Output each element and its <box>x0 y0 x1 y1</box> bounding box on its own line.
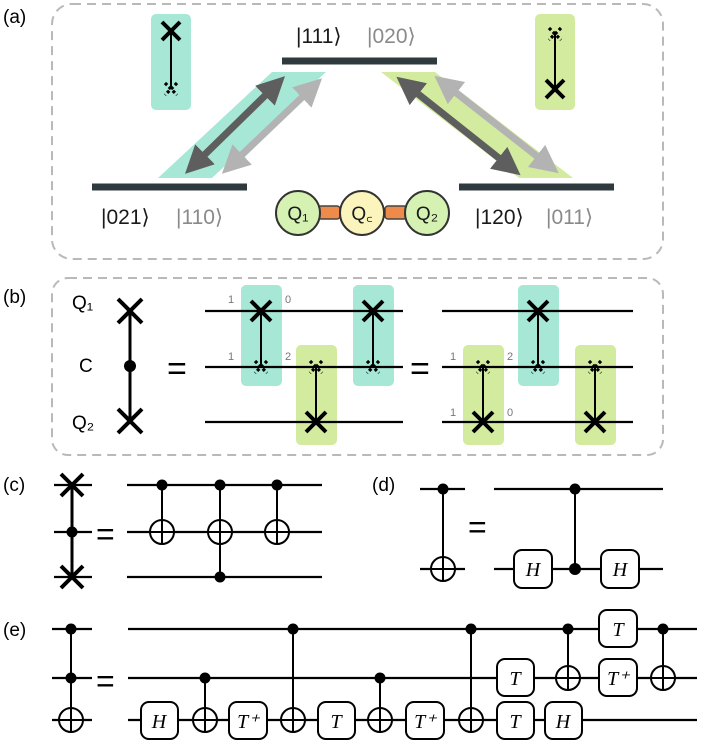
gate-t <box>496 658 535 697</box>
gate-label: T⁺ <box>607 668 630 690</box>
gate-h <box>544 701 583 740</box>
gate-label: T⁺ <box>237 711 260 733</box>
panel-d: (d) = H H <box>372 475 663 589</box>
transition-left-arrow-light <box>221 78 323 174</box>
swap-icon-cyan <box>151 14 191 110</box>
panel-a: (a) |111⟩ |020⟩ |021⟩ |110⟩ |120⟩ |011⟩ <box>3 3 664 260</box>
wire-label-c: C <box>79 356 93 377</box>
gate-t <box>317 701 356 740</box>
level-label: 1 <box>450 351 456 363</box>
gate-t <box>496 701 535 740</box>
panel-b-frame <box>51 277 664 456</box>
coupling-link-2 <box>384 205 408 220</box>
panel-label-c: (c) <box>3 475 25 496</box>
middle-circuit: 1 0 1 2 <box>205 285 403 445</box>
gate-t-dagger <box>405 701 445 740</box>
panel-label-b: (b) <box>3 287 26 308</box>
transition-right-arrow-light <box>434 75 559 174</box>
gate-label: T <box>509 711 522 733</box>
qubit-q2-label: Q₂ <box>416 204 438 225</box>
right-circuit: 1 2 1 0 <box>442 285 633 445</box>
level-label: 2 <box>507 351 513 363</box>
gate-label: T⁺ <box>414 711 437 733</box>
gate-h <box>140 701 179 740</box>
ket-top: |111⟩ <box>296 25 342 48</box>
gate-label: T <box>509 668 522 690</box>
wire-label-q2: Q₂ <box>72 413 94 434</box>
qubit-q2 <box>404 190 450 236</box>
ket-right-alt: |011⟩ <box>546 206 593 229</box>
gate-h <box>513 549 553 589</box>
level-label: 0 <box>507 407 513 419</box>
qubit-q1 <box>275 190 321 236</box>
equals-c: = <box>96 516 115 552</box>
panel-label-d: (d) <box>372 475 395 496</box>
qubit-q1-label: Q₁ <box>287 204 308 225</box>
ket-right: |120⟩ <box>475 206 524 229</box>
panel-label-a: (a) <box>3 7 26 28</box>
gate-h-label: H <box>612 559 629 581</box>
level-label: 1 <box>228 351 234 363</box>
level-label: 1 <box>450 407 456 419</box>
three-body-gate <box>116 297 144 435</box>
gate-t-dagger <box>228 701 268 740</box>
gate-h-label: H <box>525 559 542 581</box>
coupler-qc-label: Q꜀ <box>351 204 372 225</box>
ket-left: |021⟩ <box>101 206 150 229</box>
level-label: 2 <box>285 351 291 363</box>
panel-b: (b) Q₁ C Q₂ = <box>3 277 664 456</box>
coupler-qc <box>339 190 385 236</box>
ket-top-alt: |020⟩ <box>367 25 416 48</box>
coupling-link-1 <box>317 205 341 220</box>
gate-t <box>598 609 638 648</box>
gate-label: T <box>612 619 625 641</box>
swap-icon-green <box>535 14 575 110</box>
level-label: 1 <box>228 294 234 306</box>
gate-h <box>600 549 640 589</box>
panel-c: (c) = <box>3 472 322 590</box>
panel-label-e: (e) <box>3 620 26 641</box>
level-label: 0 <box>285 294 291 306</box>
equals-e: = <box>96 663 115 699</box>
gate-label: H <box>151 711 168 733</box>
wire-label-q1: Q₁ <box>72 293 93 314</box>
panel-e: (e) = H T⁺ T T⁺ <box>3 609 697 740</box>
equals-d: = <box>468 509 487 545</box>
equals-b1: = <box>167 350 187 388</box>
equals-b2: = <box>410 350 430 388</box>
gate-label: T <box>330 711 343 733</box>
ket-left-alt: |110⟩ <box>176 206 223 229</box>
qubit-chain: Q₁ Q꜀ Q₂ <box>275 190 450 236</box>
gate-label: H <box>555 711 572 733</box>
panel-a-frame <box>51 3 664 260</box>
gate-t-dagger <box>598 658 638 697</box>
